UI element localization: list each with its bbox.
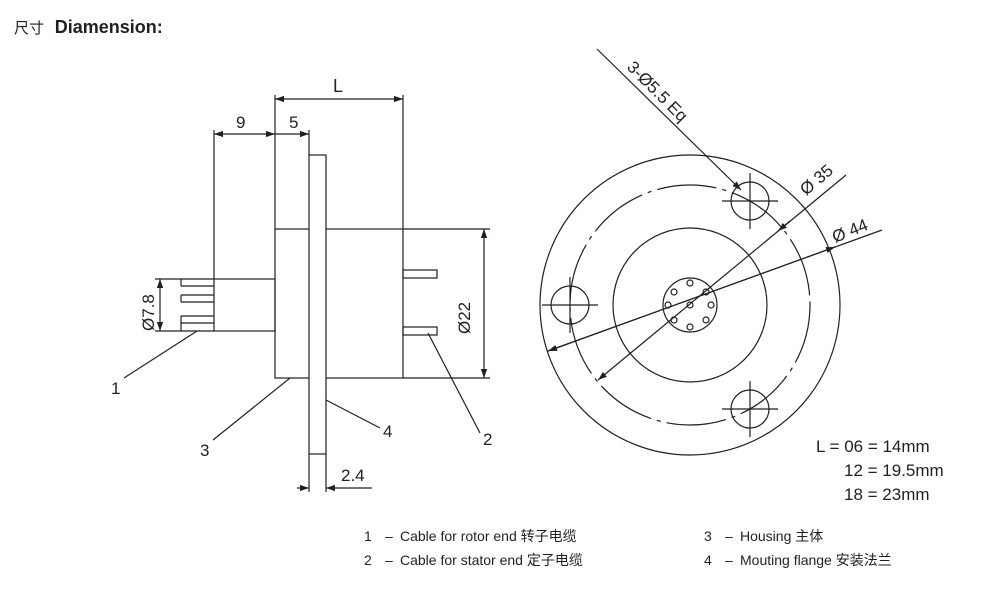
length-row-2: 12 = 19.5mm <box>844 461 944 480</box>
dim-5-label: 5 <box>289 113 298 132</box>
legend-num: 1 <box>364 528 372 544</box>
leader-1 <box>123 330 198 379</box>
length-row-3: 18 = 23mm <box>844 485 930 504</box>
callout-4: 4 <box>383 422 392 441</box>
legend-num: 3 <box>704 528 712 544</box>
legend-text: Mouting flange 安装法兰 <box>740 552 892 568</box>
legend-item-4: 4–Mouting flange 安装法兰 <box>704 550 892 570</box>
page-title: 尺寸 Diamension: <box>14 17 163 38</box>
stator-pins <box>402 269 438 336</box>
legend-item-1: 1–Cable for rotor end 转子电缆 <box>364 526 577 546</box>
leader-2 <box>427 332 481 434</box>
housing-body <box>274 228 404 379</box>
legend-text: Cable for rotor end 转子电缆 <box>400 528 577 544</box>
legend-text: Cable for stator end 定子电缆 <box>400 552 583 568</box>
housing-circle <box>612 227 768 383</box>
callout-2: 2 <box>483 430 492 449</box>
legend-item-2: 2–Cable for stator end 定子电缆 <box>364 550 583 570</box>
dim-dia35-line <box>597 174 847 381</box>
rotor-cable-wires <box>180 278 214 332</box>
bolt-circle <box>569 184 811 426</box>
legend-num: 4 <box>704 552 712 568</box>
legend-dash: – <box>725 528 733 544</box>
dim-dia22-label: Ø22 <box>455 302 474 334</box>
hub-circle <box>662 277 718 333</box>
legend-dash: – <box>385 528 393 544</box>
holes-label: 3-Ø5.5 Eq <box>623 57 691 125</box>
flange-outer-circle <box>539 154 841 456</box>
mounting-flange <box>308 154 327 455</box>
callout-3: 3 <box>200 441 209 460</box>
legend-num: 2 <box>364 552 372 568</box>
title-chinese: 尺寸 <box>14 19 45 37</box>
holes-leader <box>596 48 742 191</box>
dim-24-label: 2.4 <box>341 466 365 485</box>
dim-9-label: 9 <box>236 113 245 132</box>
rotor-cable-block <box>213 278 276 332</box>
mounting-holes <box>542 173 778 437</box>
legend-dash: – <box>725 552 733 568</box>
legend-text: Housing 主体 <box>740 528 824 544</box>
legend-item-3: 3–Housing 主体 <box>704 526 823 546</box>
leader-4 <box>325 399 381 429</box>
leader-3 <box>212 377 291 441</box>
front-view <box>539 48 883 456</box>
dim-dia35-label: Ø 35 <box>796 161 836 199</box>
dim-L-label: L <box>333 76 343 96</box>
dim-dia78-label: Ø7.8 <box>139 294 158 331</box>
legend-dash: – <box>385 552 393 568</box>
callout-1: 1 <box>111 379 120 398</box>
length-row-1: L = 06 = 14mm <box>816 437 930 456</box>
title-english: Diamension: <box>54 17 163 37</box>
